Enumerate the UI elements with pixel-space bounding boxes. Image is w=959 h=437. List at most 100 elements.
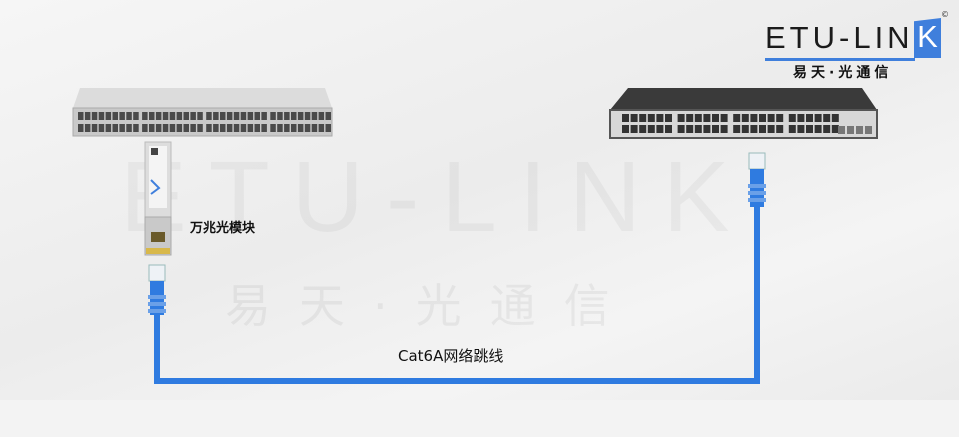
rj45-port bbox=[776, 114, 784, 122]
sfp-port bbox=[291, 124, 297, 132]
sfp-port bbox=[304, 124, 311, 132]
cat6a-cable bbox=[154, 200, 760, 384]
ethernet-switch bbox=[609, 88, 878, 139]
sfp-port bbox=[318, 124, 325, 132]
registered-icon: © bbox=[941, 10, 949, 19]
rj45-port bbox=[686, 125, 694, 133]
rj45-port bbox=[759, 114, 766, 122]
sfp-port bbox=[169, 124, 176, 132]
rj45-port bbox=[776, 125, 784, 133]
uplink-port bbox=[865, 126, 872, 134]
sfp-port bbox=[325, 124, 331, 132]
uplink-port bbox=[838, 126, 845, 134]
sfp-port bbox=[183, 112, 189, 120]
logo-tagline: 易天·光通信 bbox=[793, 65, 893, 81]
sfp-port bbox=[325, 112, 331, 120]
watermark-cn: 易天·光通信 bbox=[225, 279, 638, 333]
rj45-port bbox=[622, 114, 629, 122]
rj45-port bbox=[831, 114, 839, 122]
rj45-port bbox=[665, 125, 672, 133]
module-label: 万兆光模块 bbox=[190, 221, 256, 236]
rj45-port bbox=[656, 125, 664, 133]
rj45-port bbox=[656, 114, 664, 122]
logo-underline bbox=[765, 58, 915, 61]
rj45-port bbox=[647, 114, 655, 122]
sfp-port bbox=[270, 112, 276, 120]
rj45-port bbox=[823, 114, 831, 122]
rj45-port bbox=[814, 125, 822, 133]
sfp-port bbox=[226, 112, 233, 120]
sfp-port bbox=[247, 124, 254, 132]
sfp-port bbox=[91, 124, 98, 132]
sfp-port bbox=[112, 124, 118, 132]
sfp-port bbox=[105, 112, 112, 120]
sfp-port bbox=[311, 112, 318, 120]
sfp-port bbox=[240, 124, 247, 132]
sfp-port bbox=[284, 124, 290, 132]
sfp-port bbox=[98, 112, 105, 120]
sfp-port bbox=[261, 112, 267, 120]
rj45-port bbox=[733, 114, 741, 122]
sfp-port bbox=[149, 112, 155, 120]
logo-text: ETU-LIN bbox=[765, 20, 914, 55]
rj45-port bbox=[797, 125, 805, 133]
rj45-port bbox=[694, 114, 702, 122]
rj45-port bbox=[797, 114, 805, 122]
sfp-module-icon bbox=[144, 141, 172, 256]
logo-k-block: K bbox=[914, 18, 941, 58]
sfp-port bbox=[270, 124, 276, 132]
sfp-port bbox=[112, 112, 118, 120]
sfp-port bbox=[304, 112, 311, 120]
sfp-port bbox=[190, 124, 196, 132]
sfp-port bbox=[197, 124, 203, 132]
sfp-port bbox=[162, 124, 169, 132]
rj45-port bbox=[647, 125, 655, 133]
sfp-port bbox=[155, 112, 162, 120]
sfp-port bbox=[197, 112, 203, 120]
sfp-port bbox=[277, 112, 283, 120]
sfp-port bbox=[220, 112, 226, 120]
sfp-port bbox=[233, 112, 240, 120]
sfp-port bbox=[183, 124, 189, 132]
rj45-port bbox=[703, 114, 711, 122]
sfp-port bbox=[254, 112, 260, 120]
rj45-port bbox=[733, 125, 741, 133]
rj45-port bbox=[788, 114, 796, 122]
sfp-port bbox=[240, 112, 247, 120]
sfp-port bbox=[277, 124, 283, 132]
sfp-port bbox=[126, 124, 132, 132]
sfp-port bbox=[247, 112, 254, 120]
uplink-port bbox=[856, 126, 863, 134]
sfp-port bbox=[98, 124, 105, 132]
rj45-port bbox=[712, 114, 719, 122]
rj45-port bbox=[767, 114, 775, 122]
floor-background bbox=[0, 400, 959, 437]
rj45-port bbox=[665, 114, 672, 122]
etu-link-logo: ETU-LIN K 易天·光通信 © bbox=[765, 10, 949, 81]
sfp-port bbox=[155, 124, 162, 132]
sfp-port bbox=[176, 124, 183, 132]
sfp-port bbox=[206, 112, 212, 120]
sfp-port bbox=[78, 124, 84, 132]
rj45-port bbox=[788, 125, 796, 133]
rj45-port bbox=[622, 125, 629, 133]
rj45-port bbox=[814, 114, 822, 122]
sfp-port bbox=[119, 112, 125, 120]
sfp-port bbox=[233, 124, 240, 132]
rj45-port bbox=[720, 125, 728, 133]
sfp-port bbox=[220, 124, 226, 132]
sfp-port bbox=[149, 124, 155, 132]
rj45-port bbox=[741, 114, 749, 122]
sfp-port bbox=[133, 124, 139, 132]
rj45-port bbox=[639, 125, 647, 133]
rj45-port bbox=[694, 125, 702, 133]
sfp-port bbox=[78, 112, 84, 120]
cable-label: Cat6A网络跳线 bbox=[398, 347, 504, 365]
sfp-port bbox=[213, 112, 219, 120]
rj45-port bbox=[759, 125, 766, 133]
rj45-port bbox=[677, 114, 685, 122]
rj45-connector-right-icon bbox=[748, 152, 766, 207]
rj45-connector-left-icon bbox=[148, 264, 166, 315]
